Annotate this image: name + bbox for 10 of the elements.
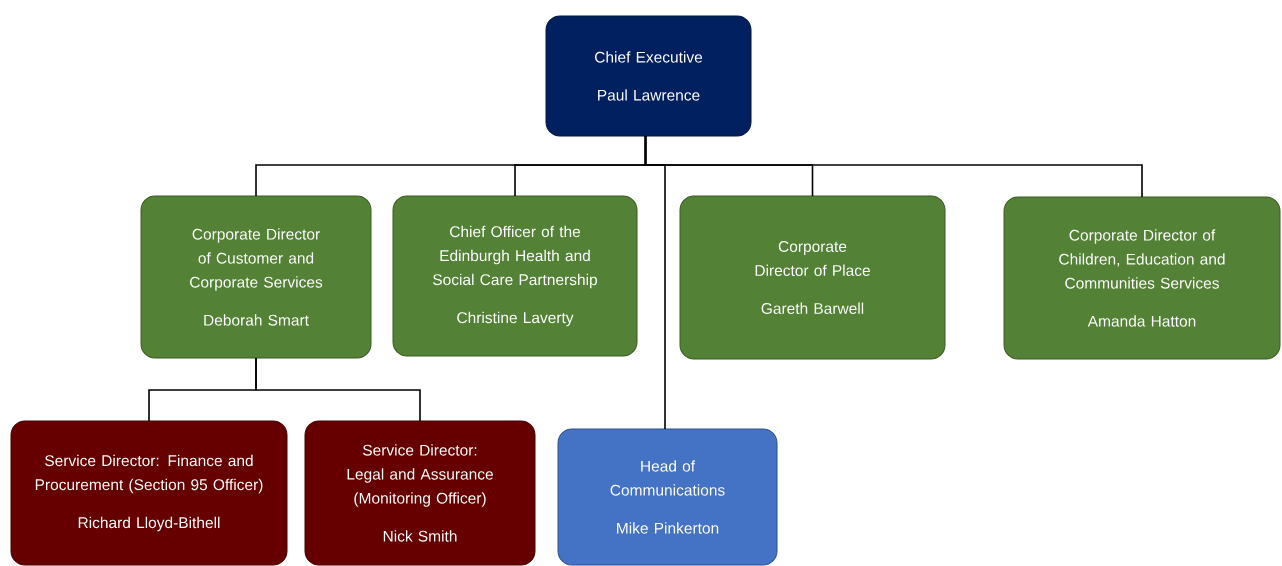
org-box: Chief Executive Paul Lawrence	[545, 15, 752, 137]
org-box: Corporate Director of Customer and Corporate Services Deborah Smart	[140, 195, 372, 359]
org-box: Service Director: Finance and Procurement (Section 95 Officer) Richard Lloyd-Bithell	[10, 420, 288, 566]
org-box: Head of Communications Mike Pinkerton	[557, 428, 778, 566]
org-box: Service Director: Legal and Assurance (Monitoring Officer) Nick Smith	[304, 420, 536, 566]
connector-line	[255, 357, 421, 422]
connector-line	[644, 135, 666, 430]
org-box: Corporate Director of Place Gareth Barwell	[679, 195, 946, 360]
org-box: Corporate Director of Children, Education and Communities Services Amanda Hatton	[1003, 196, 1281, 360]
org-box: Chief Officer of the Edinburgh Health and Social Care Partnership Christine Laverty	[392, 195, 638, 357]
